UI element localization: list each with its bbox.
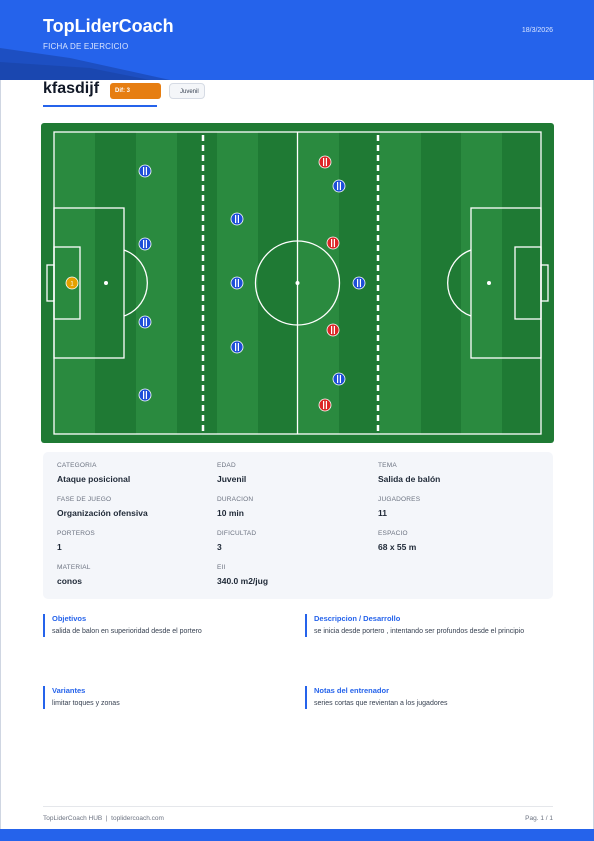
detail-value: Ataque posicional <box>57 474 131 484</box>
detail-value: Organización ofensiva <box>57 508 148 518</box>
blue-player <box>332 372 346 386</box>
center-spot <box>295 281 300 285</box>
pitch-diagram: 1 <box>41 123 554 443</box>
right-penalty-spot <box>487 281 491 285</box>
right-goal <box>540 264 549 302</box>
detail-value: 68 x 55 m <box>378 542 417 552</box>
section-title: Descripcion / Desarrollo <box>314 614 401 623</box>
detail-edad: EDAD Juvenil <box>217 462 246 484</box>
red-player <box>326 236 340 250</box>
detail-label: MATERIAL <box>57 564 91 571</box>
section-body: limitar toques y zonas <box>52 700 120 707</box>
left-penalty-spot <box>104 281 108 285</box>
blue-player <box>138 237 152 251</box>
pitch-lines <box>46 131 549 435</box>
footer-site: TopLiderCoach HUB | toplidercoach.com <box>43 815 164 822</box>
red-player <box>326 323 340 337</box>
detail-value: 1 <box>57 542 62 552</box>
detail-value: 340.0 m2/jug <box>217 576 269 586</box>
document-subtitle: FICHA DE EJERCICIO <box>43 42 129 51</box>
detail-label: DIFICULTAD <box>217 530 257 537</box>
detail-categoria: CATEGORIA Ataque posicional <box>57 462 130 484</box>
detail-value: 11 <box>378 508 387 518</box>
right-goal-area <box>514 246 542 320</box>
blue-player <box>230 212 244 226</box>
blue-player <box>138 388 152 402</box>
blue-player <box>332 179 346 193</box>
header-decoration <box>0 48 170 80</box>
section-descripcion: Descripcion / Desarrollo se inicia desde… <box>305 614 549 637</box>
right-penalty-arc <box>447 249 472 317</box>
pitch-stripes <box>54 132 502 434</box>
detail-label: DURACION <box>217 496 254 503</box>
detail-espacio: ESPACIO 68 x 55 m <box>378 530 416 552</box>
detail-value: Juvenil <box>217 474 247 484</box>
detail-duracion: DURACION 10 min <box>217 496 253 518</box>
title-underline <box>43 105 157 107</box>
detail-label: TEMA <box>378 462 397 469</box>
age-badge: Juvenil <box>169 83 205 99</box>
blue-player <box>352 276 366 290</box>
center-circle <box>254 240 341 326</box>
blue-player <box>230 340 244 354</box>
page-number: Pag. 1 / 1 <box>525 815 553 822</box>
detail-label: CATEGORIA <box>57 462 97 469</box>
document-date: 18/3/2026 <box>521 27 553 34</box>
section-title: Objetivos <box>52 614 87 623</box>
detail-label: JUGADORES <box>378 496 421 503</box>
blue-player <box>138 164 152 178</box>
exercise-title: kfasdijf <box>43 80 100 97</box>
detail-label: ESPACIO <box>378 530 408 537</box>
brand-name: TopLiderCoach <box>43 16 174 36</box>
section-body: salida de balon en superioridad desde el… <box>52 628 202 635</box>
pitch-svg: 1 <box>46 131 549 435</box>
blue-player <box>138 315 152 329</box>
left-goal <box>46 264 55 302</box>
detail-material: MATERIAL conos <box>57 564 91 586</box>
detail-label: FASE DE JUEGO <box>57 496 112 503</box>
blue-player <box>230 276 244 290</box>
section-objetivos: Objetivos salida de balon en superiorida… <box>43 614 287 637</box>
detail-jugadores: JUGADORES 11 <box>378 496 420 518</box>
detail-fase-de-juego: FASE DE JUEGO Organización ofensiva <box>57 496 148 518</box>
difficulty-badge: Dif: 3 <box>110 83 161 99</box>
detail-value: 3 <box>217 542 222 552</box>
section-title: Notas del entrenador <box>314 686 390 695</box>
exercise-details-card: CATEGORIA Ataque posicional EDAD Juvenil… <box>43 452 553 599</box>
footer-bar <box>0 829 594 841</box>
footer-divider <box>43 806 553 807</box>
section-variantes: Variantes limitar toques y zonas <box>43 686 287 709</box>
detail-value: Salida de balón <box>378 474 441 484</box>
section-body: series cortas que revientan a los jugado… <box>314 700 448 707</box>
left-penalty-arc <box>123 249 148 317</box>
detail-value: 10 min <box>217 508 244 518</box>
goalkeeper-token: 1 <box>65 276 79 290</box>
detail-dificultad: DIFICULTAD 3 <box>217 530 256 552</box>
header-banner: TopLiderCoach FICHA DE EJERCICIO 18/3/20… <box>0 0 594 80</box>
detail-label: EDAD <box>217 462 236 469</box>
red-player <box>318 398 332 412</box>
goalkeeper-number: 1 <box>70 281 74 287</box>
section-body: se inicia desde portero , intentando ser… <box>314 628 525 635</box>
detail-label: PORTEROS <box>57 530 95 537</box>
detail-eii: EII 340.0 m2/jug <box>217 564 268 586</box>
detail-label: EII <box>217 564 226 571</box>
detail-porteros: PORTEROS 1 <box>57 530 95 552</box>
section-notas: Notas del entrenador series cortas que r… <box>305 686 549 709</box>
detail-tema: TEMA Salida de balón <box>378 462 440 484</box>
section-title: Variantes <box>52 686 86 695</box>
detail-value: conos <box>57 576 83 586</box>
red-player <box>318 155 332 169</box>
